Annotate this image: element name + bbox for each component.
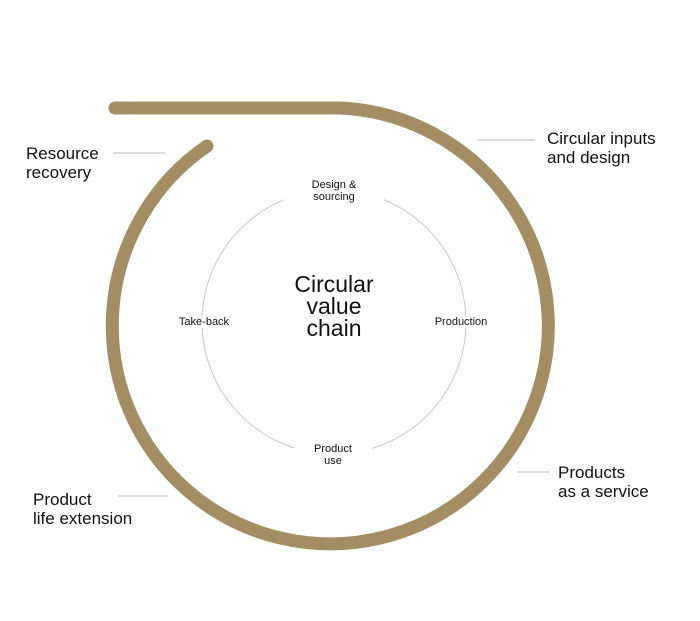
outer-ring-arc <box>105 101 555 551</box>
outer-label-inputs: Circular inputs and design <box>547 129 656 167</box>
inner-label-production: Production <box>424 316 498 328</box>
inner-label-design: Design & sourcing <box>284 179 384 203</box>
outer-label-extension: Product life extension <box>33 490 133 528</box>
inner-label-takeback: Take-back <box>170 316 238 328</box>
outer-label-service: Products as a service <box>558 463 649 501</box>
outer-label-recovery: Resource recovery <box>26 144 99 182</box>
center-title: Circular value chain <box>294 271 374 341</box>
inner-label-use: Product use <box>294 443 372 467</box>
